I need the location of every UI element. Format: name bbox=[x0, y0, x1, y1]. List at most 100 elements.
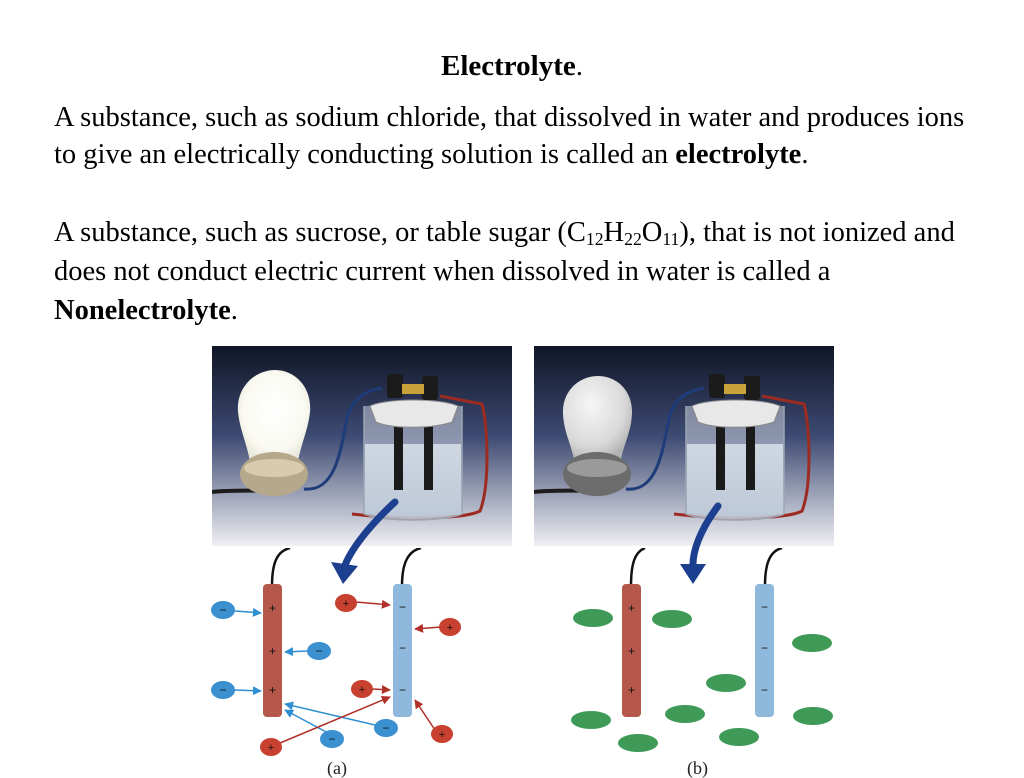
anion: − bbox=[320, 730, 344, 748]
subscript-h: 22 bbox=[624, 228, 642, 249]
cation: + bbox=[351, 680, 373, 698]
formula-h: H bbox=[603, 217, 625, 248]
terminal-clamp-left bbox=[387, 374, 403, 398]
anode-plus-sign: + bbox=[269, 644, 276, 658]
subscript-o: 11 bbox=[662, 228, 680, 249]
lead-wire-anode bbox=[629, 548, 646, 587]
anode-rod bbox=[622, 584, 641, 717]
title-period: . bbox=[575, 50, 583, 82]
para2-period: . bbox=[230, 295, 238, 326]
diagram-electrolyte-ions: + + + − − − − − − − − + + + + + bbox=[211, 548, 461, 756]
bulb-base-ring bbox=[567, 459, 627, 477]
anion-arrow bbox=[284, 647, 308, 657]
diagram-nonelectrolyte-molecules: + + + − − − bbox=[571, 548, 833, 752]
sugar-molecule bbox=[665, 705, 705, 723]
anion-arrow bbox=[234, 686, 262, 696]
anode-plus-sign: + bbox=[269, 683, 276, 697]
svg-text:+: + bbox=[268, 742, 274, 754]
cathode-rod bbox=[755, 584, 774, 717]
brass-terminal bbox=[724, 384, 746, 394]
anode-plus-sign: + bbox=[628, 683, 635, 697]
svg-text:+: + bbox=[343, 598, 349, 610]
title-text: Electrolyte bbox=[441, 50, 576, 82]
bulb-base-ring bbox=[244, 459, 304, 477]
sugar-molecule bbox=[793, 707, 833, 725]
blue-wire bbox=[625, 386, 705, 491]
electrode-right bbox=[424, 424, 433, 490]
photo-nonelectrolyte bbox=[534, 346, 834, 546]
electrolyte-definition: A substance, such as sodium chloride, th… bbox=[54, 99, 984, 173]
para2-text-before: A substance, such as sucrose, or table s… bbox=[54, 217, 586, 248]
anode-rod bbox=[263, 584, 282, 717]
anode-plus-sign: + bbox=[269, 601, 276, 615]
slide-title: Electrolyte. bbox=[0, 46, 1024, 86]
svg-text:−: − bbox=[219, 603, 226, 617]
formula-o: O bbox=[641, 217, 663, 248]
cathode-minus-sign: − bbox=[761, 600, 768, 614]
cation-arrow bbox=[372, 685, 391, 695]
cathode-minus-sign: − bbox=[761, 641, 768, 655]
anion-arrow bbox=[284, 709, 331, 735]
svg-text:+: + bbox=[447, 622, 453, 634]
cathode-minus-sign: − bbox=[399, 641, 406, 655]
electrolyte-term: electrolyte bbox=[675, 139, 802, 170]
anion-arrow bbox=[234, 607, 262, 617]
caption-b: (b) bbox=[687, 758, 708, 778]
cathode-minus-sign: − bbox=[761, 683, 768, 697]
terminal-clamp-right bbox=[744, 376, 760, 400]
svg-text:−: − bbox=[219, 683, 226, 697]
para1-text: A substance, such as sodium chloride, th… bbox=[54, 102, 965, 170]
anion: − bbox=[374, 719, 398, 737]
svg-text:+: + bbox=[439, 729, 445, 741]
lead-wire-anode bbox=[270, 548, 291, 587]
para2-text-after: ), that is not ionized and does not cond… bbox=[54, 217, 955, 287]
sugar-molecule bbox=[719, 728, 759, 746]
anode-plus-sign: + bbox=[628, 644, 635, 658]
cathode-rod bbox=[393, 584, 412, 717]
sugar-molecule bbox=[618, 734, 658, 752]
blue-wire bbox=[303, 386, 383, 491]
terminal-clamp-right bbox=[422, 376, 438, 400]
electrode-holder bbox=[369, 399, 459, 428]
sugar-molecule bbox=[706, 674, 746, 692]
cation-arrow bbox=[414, 699, 436, 731]
electrode-left bbox=[394, 424, 403, 490]
cathode-minus-sign: − bbox=[399, 683, 406, 697]
lead-wire-cathode bbox=[400, 548, 422, 587]
sugar-molecule bbox=[652, 610, 692, 628]
solution bbox=[687, 444, 783, 519]
cathode-minus-sign: − bbox=[399, 600, 406, 614]
anion: − bbox=[211, 601, 235, 619]
cation-arrow bbox=[355, 599, 391, 609]
electrode-left bbox=[716, 424, 725, 490]
photo-electrolyte-conducting bbox=[212, 346, 512, 546]
para1-period: . bbox=[801, 139, 809, 170]
nonelectrolyte-term: Nonelectrolyte bbox=[54, 295, 231, 326]
sugar-molecule bbox=[573, 609, 613, 627]
anode-plus-sign: + bbox=[628, 601, 635, 615]
anion: − bbox=[211, 681, 235, 699]
svg-text:−: − bbox=[382, 721, 389, 735]
electrode-right bbox=[746, 424, 755, 490]
anion: − bbox=[307, 642, 331, 660]
cation: + bbox=[335, 594, 357, 612]
solution bbox=[365, 444, 461, 519]
light-bulb-unlit bbox=[562, 376, 633, 459]
terminal-clamp-left bbox=[709, 374, 725, 398]
sugar-molecule bbox=[571, 711, 611, 729]
svg-text:−: − bbox=[315, 644, 322, 658]
brass-terminal bbox=[402, 384, 424, 394]
cation-arrow bbox=[414, 623, 442, 633]
anion-arrow bbox=[284, 701, 376, 726]
caption-a: (a) bbox=[327, 758, 347, 778]
cation: + bbox=[260, 738, 282, 756]
light-bulb-glowing bbox=[237, 370, 311, 461]
subscript-c: 12 bbox=[585, 228, 604, 249]
electrode-holder bbox=[691, 399, 781, 428]
lead-wire-cathode bbox=[763, 548, 783, 587]
svg-text:−: − bbox=[328, 732, 335, 746]
sugar-molecule bbox=[792, 634, 832, 652]
cation: + bbox=[439, 618, 461, 636]
nonelectrolyte-definition: A substance, such as sucrose, or table s… bbox=[54, 213, 984, 330]
cation-arrow bbox=[279, 695, 391, 744]
